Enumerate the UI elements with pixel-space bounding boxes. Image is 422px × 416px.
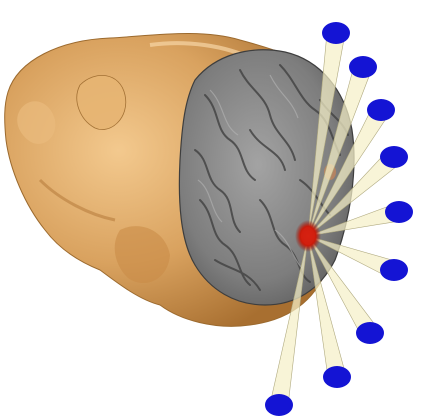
source-dot-3 [367, 99, 395, 121]
source-dot-1 [322, 22, 350, 44]
source-dot-9 [265, 394, 293, 416]
target-core [302, 227, 314, 245]
source-dot-4 [380, 146, 408, 168]
source-dot-2 [349, 56, 377, 78]
source-dot-7 [356, 322, 384, 344]
source-dot-6 [380, 259, 408, 281]
source-dot-8 [323, 366, 351, 388]
source-dot-5 [385, 201, 413, 223]
